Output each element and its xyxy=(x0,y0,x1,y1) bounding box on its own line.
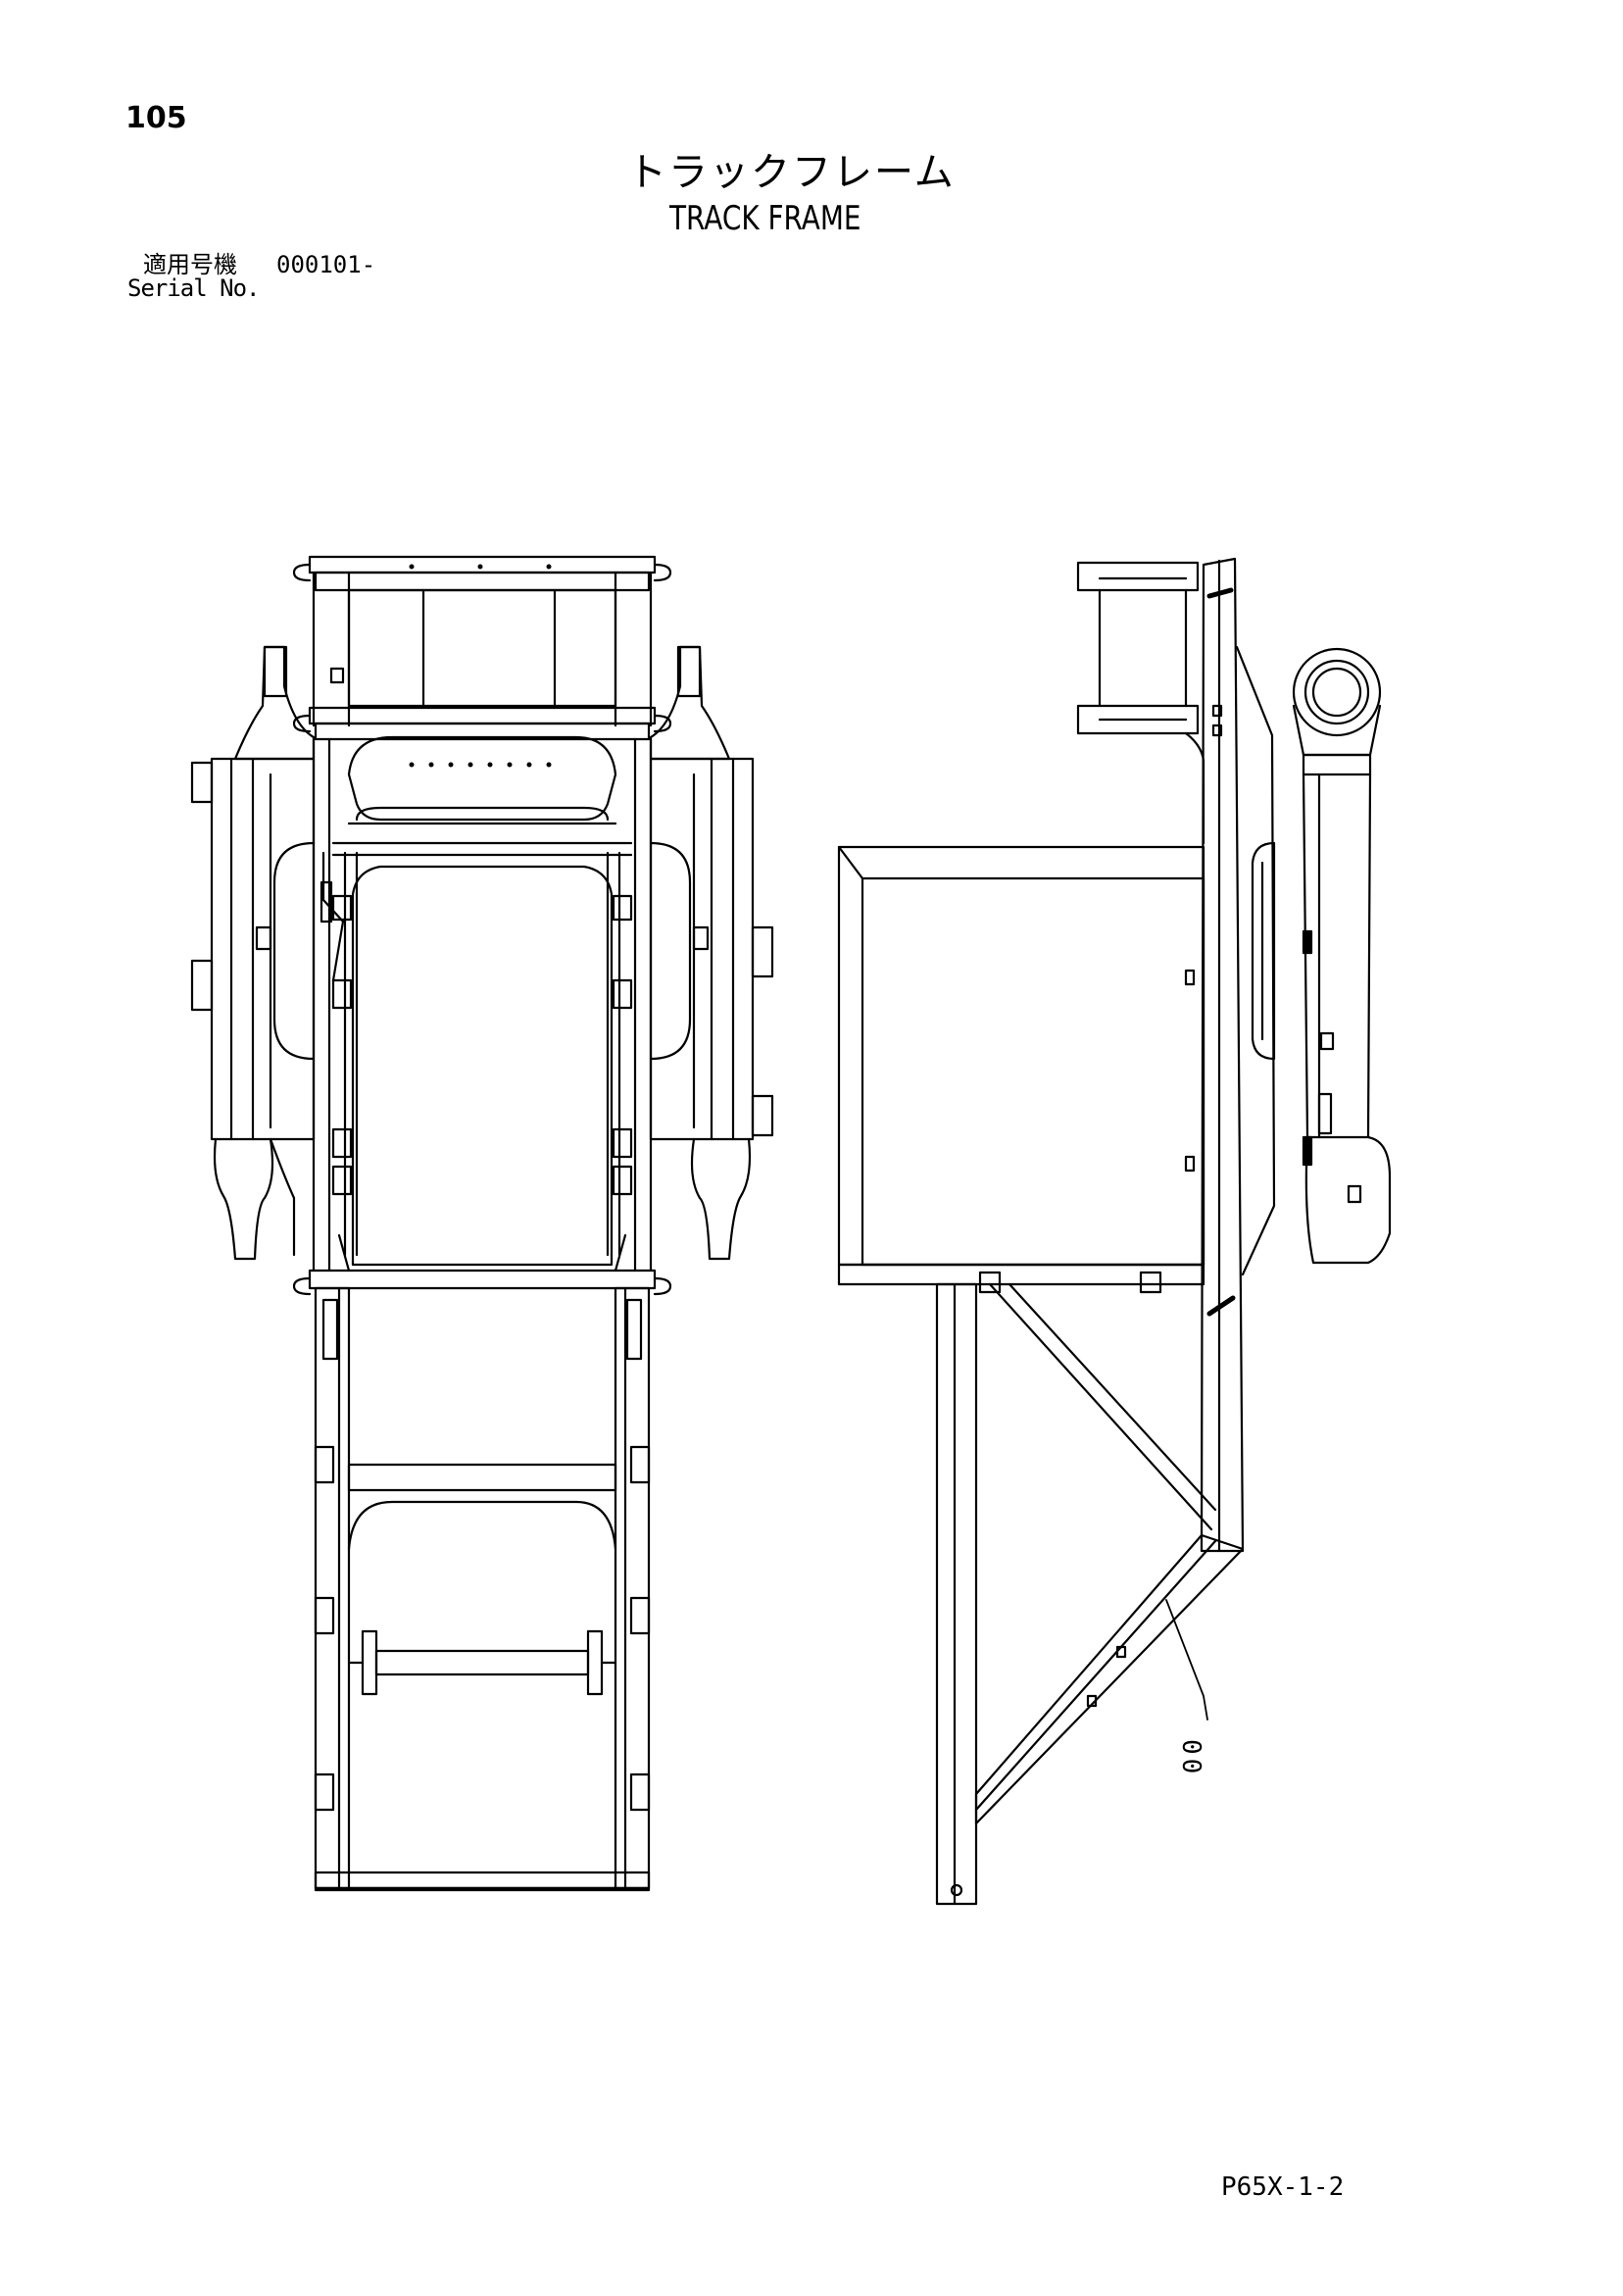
callout-label: 00 xyxy=(1176,1739,1205,1778)
serial-number-value: 000101- xyxy=(276,251,376,278)
page-title-japanese: トラックフレーム xyxy=(627,150,956,195)
serial-label-english: Serial No. xyxy=(127,275,260,302)
page-title-english: TRACK FRAME xyxy=(669,199,861,238)
page-number: 105 xyxy=(125,101,187,135)
track-frame-top-view xyxy=(192,557,772,1890)
track-frame-side-view xyxy=(839,559,1390,1904)
drawing-code: P65X-1-2 xyxy=(1221,2172,1345,2202)
serial-label-japanese: 適用号機 xyxy=(143,251,237,278)
